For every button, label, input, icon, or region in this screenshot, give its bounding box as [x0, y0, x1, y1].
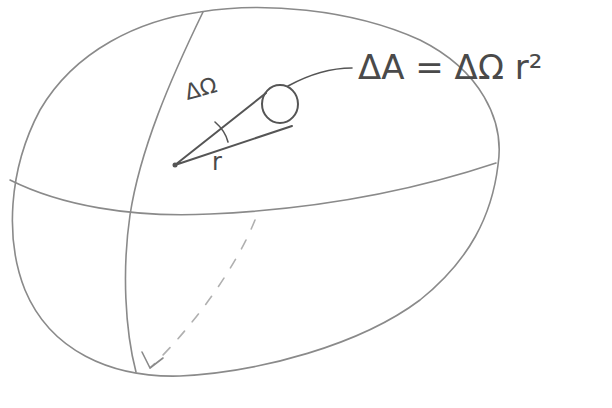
- angle-arc: [215, 122, 228, 142]
- equator-line: [10, 163, 496, 215]
- angle-label: ΔΩ: [183, 74, 219, 104]
- center-point: [173, 163, 178, 168]
- radius-label: r: [212, 150, 222, 174]
- back-meridian: [150, 220, 255, 368]
- area-formula: ΔA = ΔΩ r²: [358, 50, 542, 84]
- meridian-arrowhead: [142, 352, 163, 368]
- meridian-line: [125, 12, 203, 372]
- leader-line: [288, 68, 352, 86]
- solid-angle-cone: [175, 93, 292, 165]
- area-patch: [262, 85, 298, 123]
